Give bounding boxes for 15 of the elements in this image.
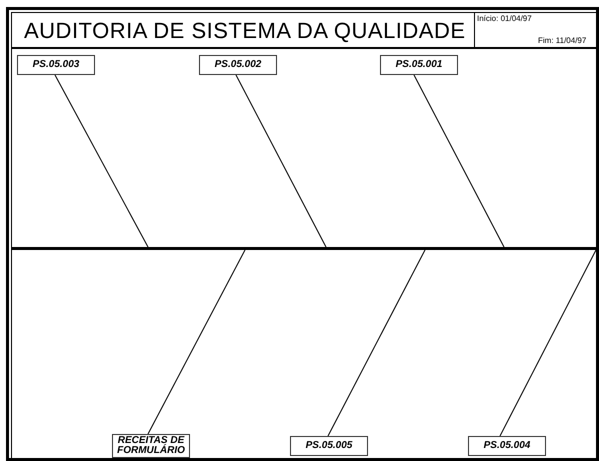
cause-label-box: PS.05.003 [17, 55, 95, 75]
start-date: Início: 01/04/97 [477, 14, 532, 23]
end-date: Fim: 11/04/97 [538, 36, 586, 45]
spine-line [12, 247, 599, 250]
bone-line [148, 250, 246, 434]
bone-line [236, 74, 326, 248]
bone-line [54, 74, 148, 248]
diagram-title: AUDITORIA DE SISTEMA DA QUALIDADE [24, 18, 466, 44]
cause-label-box: PS.05.005 [290, 436, 368, 456]
cause-label-box: PS.05.001 [380, 55, 458, 75]
cause-label-box: RECEITAS DE FORMULÁRIO [112, 434, 190, 458]
bone-line [328, 250, 426, 436]
cause-label-box: PS.05.004 [468, 436, 546, 456]
cause-label-box: PS.05.002 [199, 55, 277, 75]
bone-line [414, 74, 504, 248]
